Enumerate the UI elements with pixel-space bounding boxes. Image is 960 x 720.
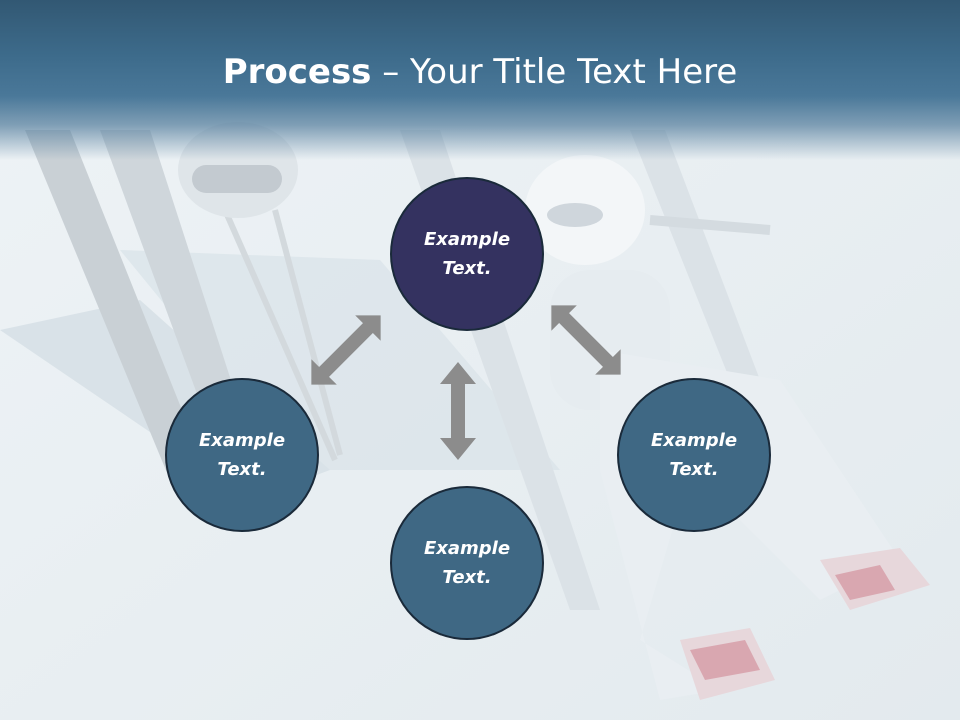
title-bold: Process: [222, 52, 372, 92]
node-left-label: Example Text.: [198, 430, 286, 480]
node-bottom-label: Example Text.: [423, 538, 511, 588]
node-left: Example Text.: [165, 378, 319, 532]
slide-title: Process – Your Title Text Here: [0, 52, 960, 92]
arrow-diagonal-left: [311, 315, 381, 385]
node-right-label: Example Text.: [650, 430, 738, 480]
arrow-vertical: [440, 362, 476, 460]
node-top-label: Example Text.: [423, 229, 511, 279]
node-right: Example Text.: [617, 378, 771, 532]
title-rest: – Your Title Text Here: [371, 52, 738, 92]
arrow-diagonal-right: [551, 305, 621, 375]
node-top: Example Text.: [390, 177, 544, 331]
header-band: [0, 0, 960, 160]
node-bottom: Example Text.: [390, 486, 544, 640]
